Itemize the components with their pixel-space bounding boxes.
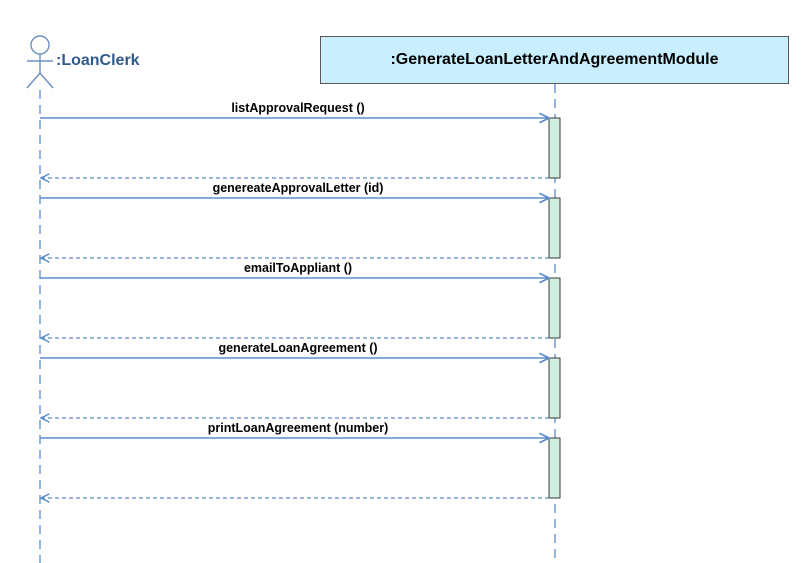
activation-bar	[548, 437, 561, 499]
module-box: :GenerateLoanLetterAndAgreementModule	[320, 36, 789, 84]
message-label: printLoanAgreement (number)	[207, 421, 389, 435]
stick-figure-actor-icon	[26, 35, 54, 89]
message-label: generateLoanAgreement ()	[218, 341, 378, 355]
activation-bar	[548, 277, 561, 339]
message-label: emailToAppliant ()	[243, 261, 353, 275]
activation-bar	[548, 197, 561, 259]
message-label: genereateApprovalLetter (id)	[212, 181, 384, 195]
module-name: :GenerateLoanLetterAndAgreementModule	[390, 51, 719, 68]
activation-bar	[548, 357, 561, 419]
activation-bar	[548, 117, 561, 179]
message-label: listApprovalRequest ()	[231, 101, 365, 115]
actor-name: :LoanClerk	[56, 52, 140, 69]
